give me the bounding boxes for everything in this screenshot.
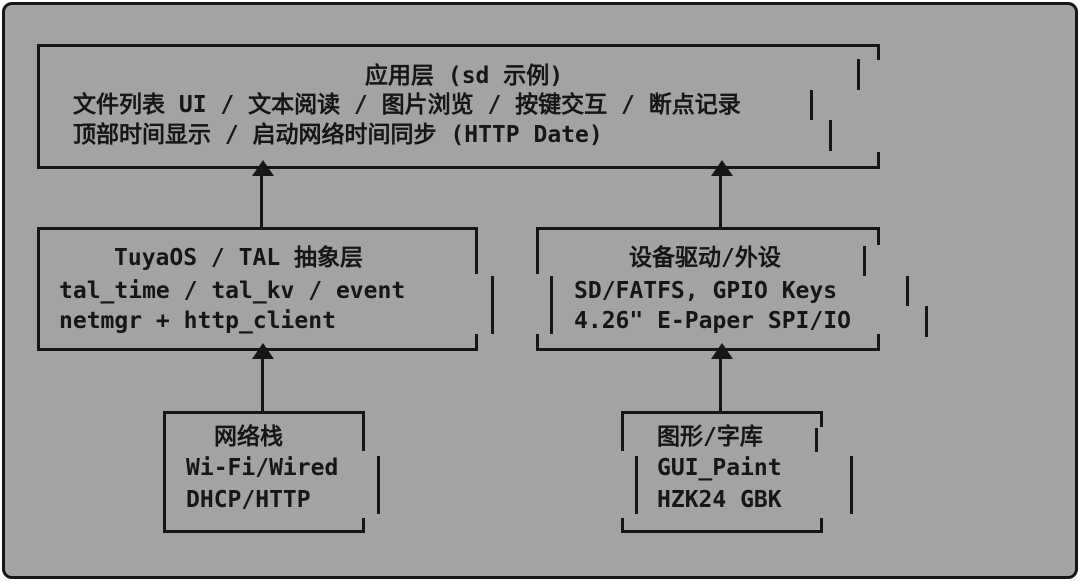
- graphics-fonts-title: 图形/字库: [657, 424, 763, 450]
- box-border: [877, 152, 880, 169]
- box-border: [163, 411, 365, 414]
- box-border: [536, 227, 880, 230]
- box-border: [877, 227, 880, 245]
- box-border-mark: [829, 120, 832, 151]
- tal-layer-line: netmgr + http_client: [59, 308, 336, 334]
- box-border-mark: [906, 276, 909, 306]
- connector-line: [719, 359, 722, 412]
- tal-layer-line: tal_time / tal_kv / event: [59, 278, 406, 304]
- box-border: [37, 227, 478, 230]
- graphics-fonts-line: GUI_Paint: [657, 455, 782, 481]
- arrow-up-icon: [711, 160, 733, 176]
- box-border: [622, 530, 823, 533]
- box-border: [475, 334, 478, 351]
- box-border: [621, 518, 624, 533]
- drivers-line: SD/FATFS, GPIO Keys: [574, 278, 838, 304]
- box-border-mark: [925, 306, 928, 337]
- box-border: [362, 518, 365, 533]
- box-border: [37, 166, 880, 169]
- box-border: [820, 411, 823, 427]
- box-border-mark: [815, 428, 818, 452]
- box-border: [536, 227, 539, 274]
- box-border: [536, 348, 880, 351]
- connector-line: [719, 176, 722, 228]
- box-border: [362, 411, 365, 451]
- drivers-line: 4.26" E-Paper SPI/IO: [574, 308, 851, 334]
- box-border: [163, 530, 365, 533]
- graphics-fonts-line: HZK24 GBK: [657, 487, 782, 513]
- app-layer-title: 应用层 (sd 示例): [365, 63, 564, 89]
- box-border-mark: [635, 456, 638, 514]
- box-border: [163, 411, 166, 533]
- arrow-up-icon: [252, 160, 274, 176]
- network-stack-line: DHCP/HTTP: [186, 487, 311, 513]
- box-border: [622, 411, 823, 414]
- box-border-mark: [550, 276, 553, 334]
- app-layer-line: 顶部时间显示 / 启动网络时间同步 (HTTP Date): [73, 122, 603, 148]
- connector-line: [260, 176, 263, 228]
- drivers-title: 设备驱动/外设: [629, 245, 781, 271]
- box-border-mark: [491, 276, 494, 334]
- network-stack-line: Wi-Fi/Wired: [186, 455, 339, 481]
- box-border-mark: [850, 456, 853, 514]
- box-border: [37, 227, 40, 351]
- box-border: [37, 44, 40, 169]
- app-layer-line: 文件列表 UI / 文本阅读 / 图片浏览 / 按键交互 / 断点记录: [73, 92, 741, 118]
- box-border-mark: [863, 246, 866, 276]
- network-stack-title: 网络栈: [214, 424, 283, 450]
- box-border-mark: [377, 456, 380, 514]
- box-border: [820, 518, 823, 533]
- connector-line: [261, 359, 264, 412]
- arrow-up-icon: [252, 343, 274, 359]
- box-border: [37, 44, 880, 47]
- box-border: [475, 227, 478, 274]
- box-border-mark: [810, 90, 813, 120]
- box-border: [536, 334, 539, 351]
- box-border-mark: [857, 59, 860, 90]
- tal-layer-title: TuyaOS / TAL 抽象层: [114, 245, 364, 271]
- box-border: [877, 44, 880, 60]
- box-border: [877, 334, 880, 351]
- arrow-up-icon: [711, 343, 733, 359]
- box-border: [621, 411, 624, 451]
